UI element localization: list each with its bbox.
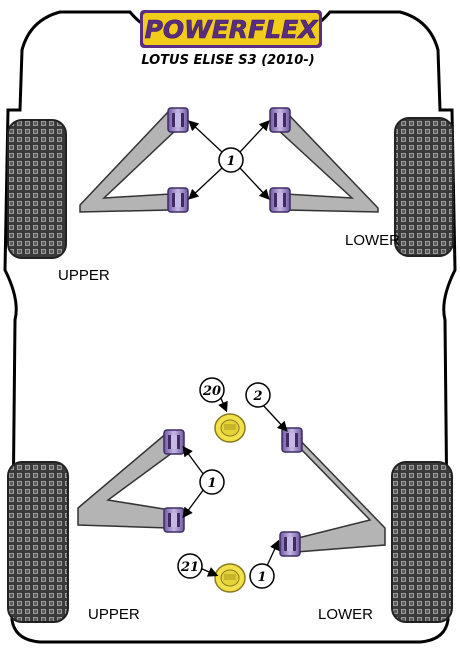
bush-rear-lower-top bbox=[281, 427, 303, 453]
bush-front-upper-top bbox=[167, 107, 189, 133]
front-right-tyre bbox=[394, 117, 454, 257]
label-rear-lower: LOWER bbox=[318, 606, 373, 623]
callout-circle-mount-lower bbox=[177, 553, 203, 579]
bush-front-upper-bottom bbox=[167, 187, 189, 213]
bush-front-lower-top bbox=[269, 107, 291, 133]
callout-circle-rear-lower bbox=[249, 563, 275, 589]
model-title: LOTUS ELISE S3 (2010-) bbox=[141, 53, 314, 68]
callout-circle-rear-upper bbox=[199, 469, 225, 495]
bush-rear-lower-bottom bbox=[279, 531, 301, 557]
car-body-outline bbox=[3, 10, 457, 644]
callout-front-bush: 1 bbox=[226, 154, 235, 169]
label-front-lower: LOWER bbox=[345, 232, 400, 249]
mount-ring-lower bbox=[214, 563, 246, 593]
leader-arrows bbox=[182, 120, 288, 577]
callout-mount-upper: 20 bbox=[202, 384, 221, 399]
powerflex-logo: POWERFLEX bbox=[140, 10, 322, 48]
label-front-upper: UPPER bbox=[58, 267, 110, 284]
front-left-tyre bbox=[7, 119, 67, 259]
bush-rear-upper-bottom bbox=[163, 507, 185, 533]
rear-right-tyre bbox=[391, 461, 453, 623]
callout-rear-lower-bush: 1 bbox=[257, 570, 266, 585]
callout-circle-mount-upper bbox=[199, 377, 225, 403]
callout-circle-rear-top bbox=[245, 382, 271, 408]
callout-rear-upper-bush: 1 bbox=[207, 476, 216, 491]
logo-text: POWERFLEX bbox=[145, 15, 320, 44]
callout-mount-lower: 21 bbox=[180, 560, 199, 575]
bush-rear-upper-top bbox=[163, 429, 185, 455]
callout-rear-top-outer: 2 bbox=[252, 389, 262, 404]
label-rear-upper: UPPER bbox=[88, 606, 140, 623]
mount-ring-upper bbox=[214, 413, 246, 443]
rear-left-tyre bbox=[7, 461, 69, 623]
bush-front-lower-bottom bbox=[269, 187, 291, 213]
callout-circle-front bbox=[218, 147, 244, 173]
